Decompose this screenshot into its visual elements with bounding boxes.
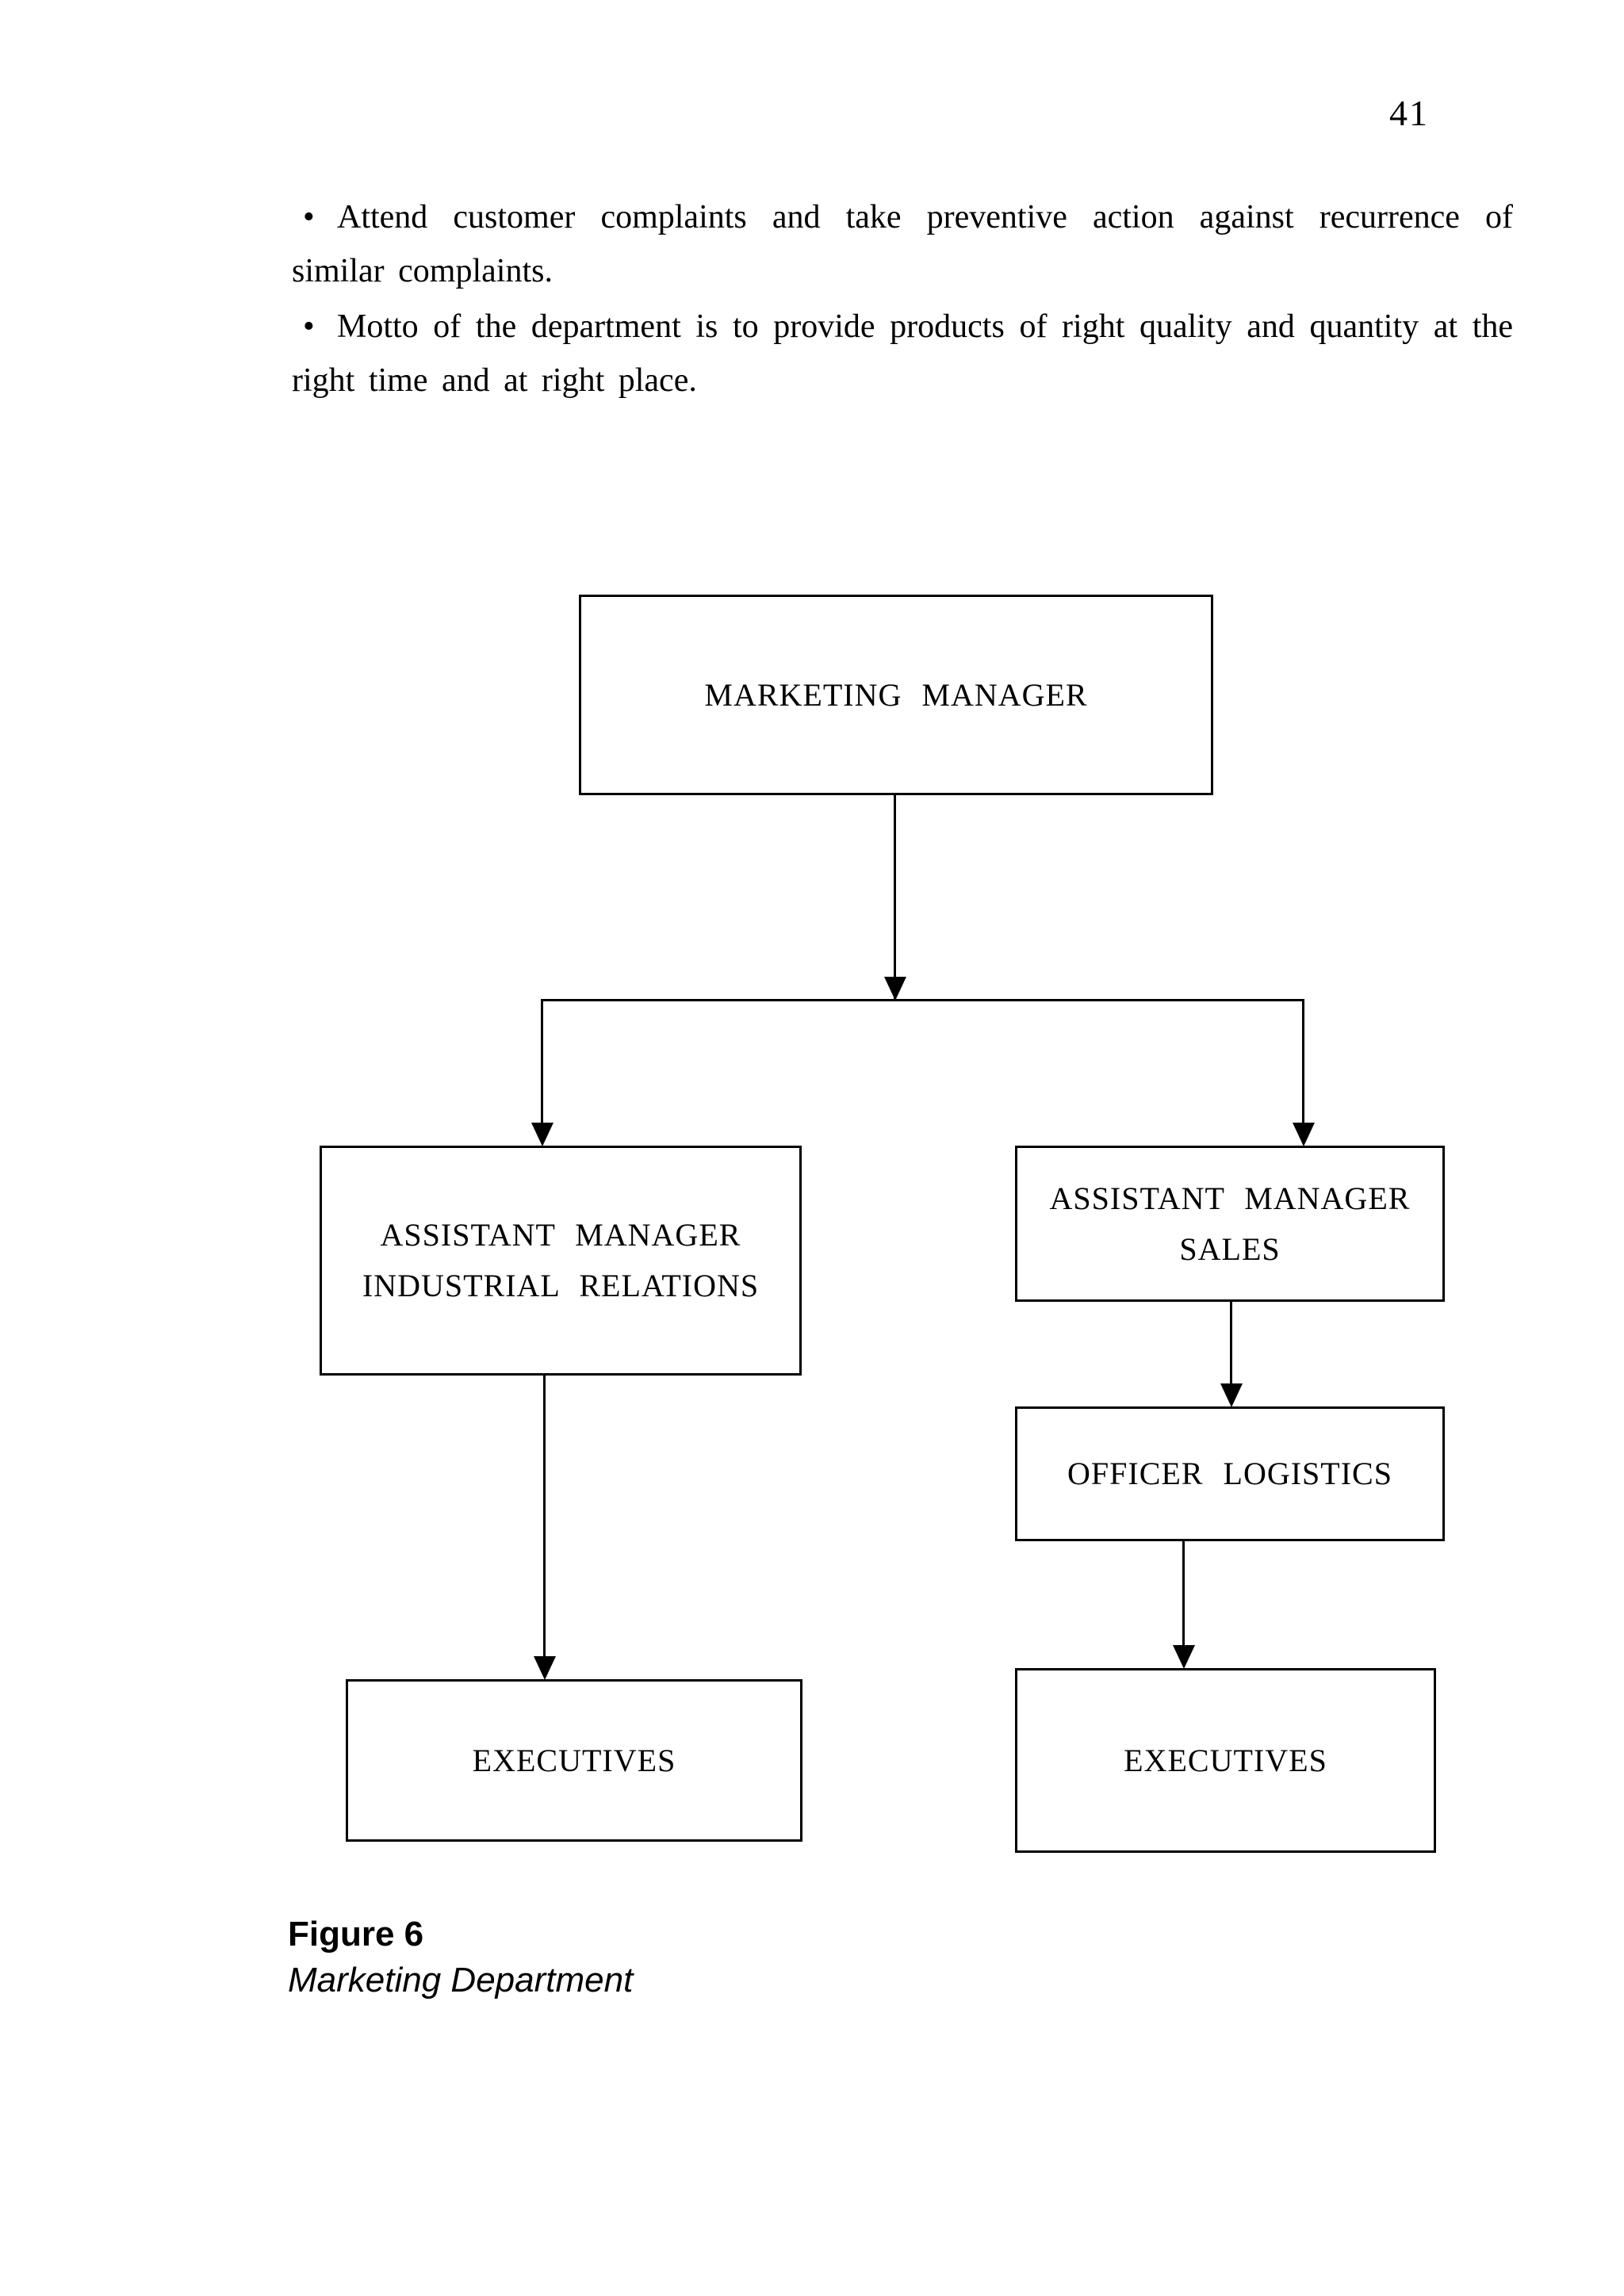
node-marketing-manager: MARKETING MANAGER: [579, 595, 1213, 795]
node-label: ASSISTANT MANAGER: [380, 1217, 741, 1253]
bullet-icon: •: [303, 199, 315, 235]
connector-industrial-relations-to-executives: [543, 1376, 546, 1658]
node-label: ASSISTANT MANAGER: [1049, 1180, 1411, 1216]
node-label: OFFICER LOGISTICS: [1067, 1456, 1392, 1491]
page-number: 41: [1389, 93, 1429, 133]
connector-sales-to-logistics: [1230, 1302, 1232, 1385]
bullet-text: Attend customer complaints and take prev…: [337, 199, 1513, 235]
figure-caption: Marketing Department: [288, 1961, 634, 1999]
node-assistant-manager-industrial-relations: ASSISTANT MANAGER INDUSTRIAL RELATIONS: [320, 1146, 802, 1376]
bullet-list: • Attend customer complaints and take pre…: [292, 190, 1513, 408]
node-executives-left: EXECUTIVES: [346, 1679, 802, 1842]
connector-to-industrial-relations: [541, 999, 543, 1124]
bullet-item: • Motto of the department is to provide p…: [292, 300, 1513, 354]
connector-marketing-manager-down: [894, 795, 896, 1001]
connector-logistics-to-executives: [1182, 1541, 1185, 1647]
connector-split-horizontal: [541, 999, 1304, 1001]
node-label: EXECUTIVES: [472, 1742, 676, 1778]
arrowhead-sales-icon: [1293, 1123, 1315, 1146]
arrowhead-executives-right-icon: [1173, 1645, 1195, 1669]
node-label: INDUSTRIAL RELATIONS: [362, 1268, 760, 1303]
bullet-icon: •: [303, 308, 315, 345]
node-label: MARKETING MANAGER: [704, 676, 1088, 713]
bullet-text: Motto of the department is to provide pr…: [337, 308, 1513, 345]
node-assistant-manager-sales: ASSISTANT MANAGER SALES: [1015, 1146, 1445, 1302]
arrowhead-logistics-icon: [1220, 1383, 1243, 1407]
node-label: EXECUTIVES: [1124, 1742, 1327, 1778]
arrowhead-executives-left-icon: [534, 1656, 556, 1680]
node-officer-logistics: OFFICER LOGISTICS: [1015, 1406, 1445, 1541]
bullet-text-continuation: right time and at right place.: [292, 362, 697, 399]
node-label: SALES: [1179, 1230, 1281, 1267]
bullet-item: • Attend customer complaints and take pre…: [292, 190, 1513, 244]
bullet-text-continuation: similar complaints.: [292, 253, 553, 289]
node-executives-right: EXECUTIVES: [1015, 1668, 1436, 1853]
arrowhead-split-icon: [884, 977, 906, 1001]
arrowhead-industrial-relations-icon: [531, 1123, 553, 1146]
connector-to-sales: [1302, 999, 1304, 1124]
figure-label: Figure 6: [288, 1915, 424, 1954]
